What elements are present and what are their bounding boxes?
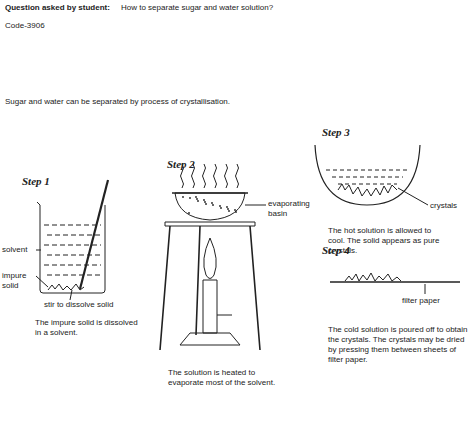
leader-line xyxy=(245,205,266,206)
steam-wisp xyxy=(203,164,206,188)
gas-inlet xyxy=(217,315,232,316)
text-label: Code-3906 xyxy=(5,21,105,31)
text-label: The cold solution is poured off to obtai… xyxy=(328,325,468,365)
evaporating-basin xyxy=(175,193,245,220)
solvent-liquid xyxy=(44,225,101,275)
dot xyxy=(195,196,197,198)
dot xyxy=(234,209,236,211)
dot xyxy=(205,203,207,205)
text-label: solvent xyxy=(2,245,36,255)
dot xyxy=(197,200,199,202)
text-label: Question asked by student: xyxy=(5,3,135,13)
steam-wisp xyxy=(236,164,239,188)
liquid-line xyxy=(47,275,101,276)
tripod-top xyxy=(165,222,255,226)
text-label: The impure solid is dissolved in a solve… xyxy=(35,318,145,338)
leader-line xyxy=(398,188,428,205)
dot xyxy=(212,204,214,206)
liquid-line xyxy=(338,184,397,185)
beaker xyxy=(40,205,105,293)
dot xyxy=(226,206,228,208)
bunsen-barrel xyxy=(203,280,217,333)
dot xyxy=(227,208,229,210)
bunsen-base xyxy=(180,333,240,345)
dot xyxy=(211,202,213,204)
leader-lines xyxy=(36,250,72,300)
step-heading: Step 4 xyxy=(322,244,372,258)
tripod-legs xyxy=(160,226,260,350)
dot xyxy=(188,212,190,214)
dot xyxy=(235,211,237,213)
impure-solid xyxy=(48,284,84,290)
text-label: stir to dissolve solid xyxy=(44,300,114,310)
text-label: The solution is heated to evaporate most… xyxy=(168,368,283,388)
crystals xyxy=(338,184,397,196)
dot xyxy=(182,196,184,198)
text-label: crystals xyxy=(430,201,472,211)
step-heading: Step 3 xyxy=(322,126,372,140)
liquid-line xyxy=(47,255,101,256)
beaker-lip xyxy=(37,202,40,205)
text-label: Sugar and water can be separated by proc… xyxy=(5,97,365,107)
step-heading: Step 2 xyxy=(167,158,217,172)
liquid-line xyxy=(326,170,409,171)
liquid-line xyxy=(332,177,403,178)
dot xyxy=(204,201,206,203)
dot xyxy=(196,198,198,200)
liquid-line xyxy=(44,265,101,266)
text-label: filter paper xyxy=(402,296,462,306)
dot xyxy=(203,199,205,201)
text-label: evaporating basin xyxy=(268,199,328,219)
leader-line xyxy=(425,284,426,294)
text-label: How to separate sugar and water solution… xyxy=(121,3,381,13)
flame xyxy=(204,238,217,279)
cooled-solution xyxy=(326,170,409,184)
dot xyxy=(189,197,191,199)
solution-dots xyxy=(182,196,237,214)
basin-rim xyxy=(172,192,248,194)
steam-wisp xyxy=(214,164,217,188)
dried-crystals xyxy=(345,273,401,281)
dot xyxy=(220,207,222,209)
text-label: impure solid xyxy=(2,271,34,291)
dot xyxy=(219,205,221,207)
dot xyxy=(228,210,230,212)
stirring-rod xyxy=(80,180,108,289)
cooling-basin xyxy=(315,145,420,205)
liquid-line xyxy=(44,225,101,226)
step-heading: Step 1 xyxy=(22,175,72,189)
filter-paper xyxy=(330,281,460,282)
steam-wisp xyxy=(225,164,228,188)
